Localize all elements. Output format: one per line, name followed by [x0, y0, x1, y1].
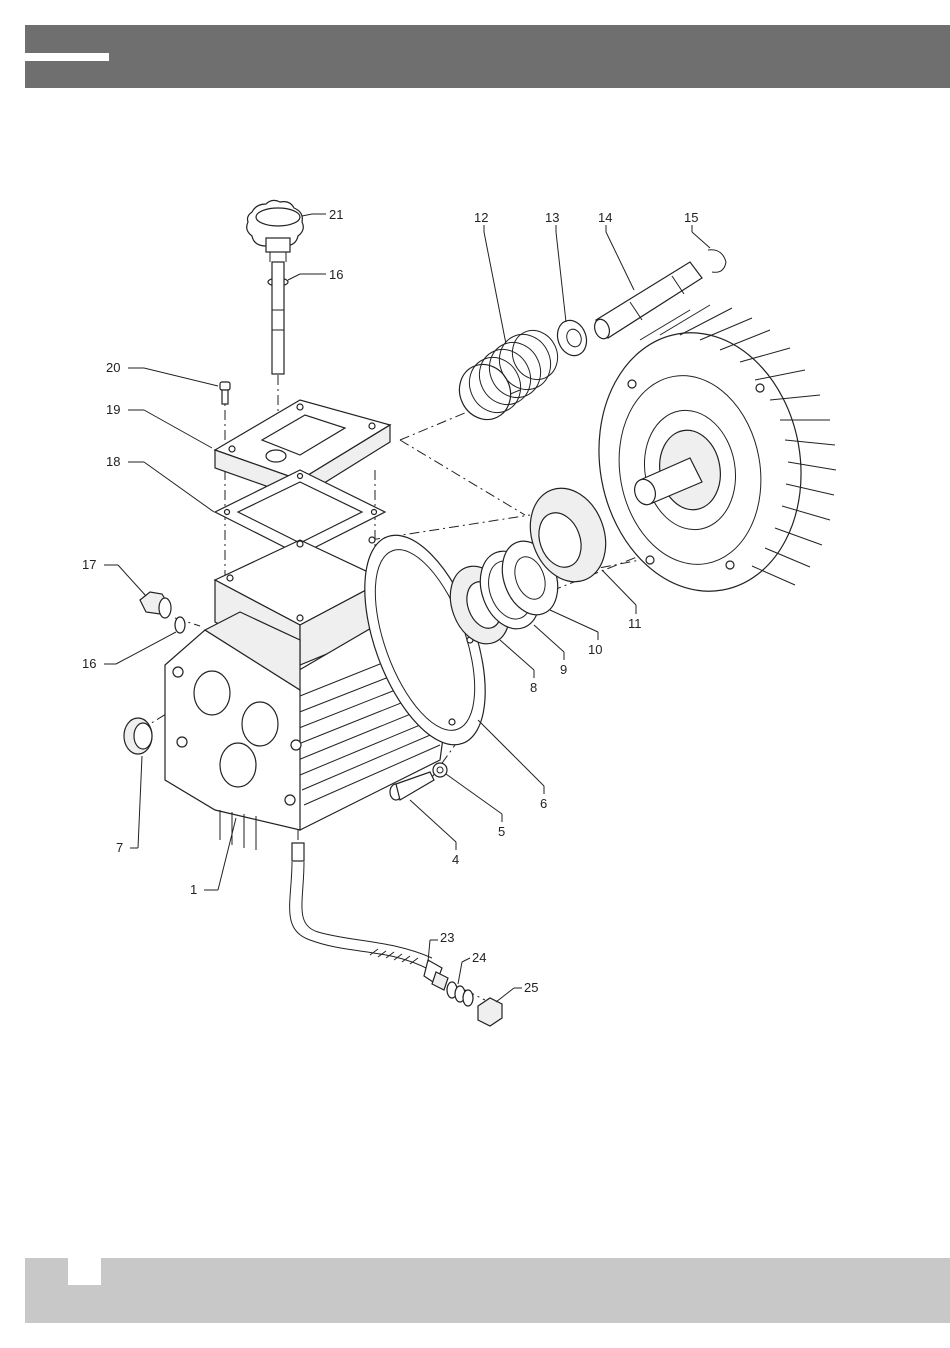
part-24-o-rings [447, 982, 473, 1006]
callout-12: 12 [474, 210, 488, 225]
part-7-seal-ring [124, 718, 152, 754]
part-15-circlip [708, 250, 726, 273]
callout-8: 8 [530, 680, 537, 695]
part-20-screw [220, 382, 230, 404]
part-14-shaft [592, 262, 702, 341]
callout-1: 1 [190, 882, 197, 897]
callout-11: 11 [628, 616, 642, 631]
callout-6: 6 [540, 796, 547, 811]
page-footer-bar [25, 1258, 950, 1323]
part-13-washer [553, 316, 592, 359]
callout-10: 10 [588, 642, 602, 657]
callout-17: 17 [82, 557, 96, 572]
callout-23: 23 [440, 930, 454, 945]
part-12-spring [451, 323, 566, 428]
callout-5: 5 [498, 824, 505, 839]
callout-19: 19 [106, 402, 120, 417]
part-16-o-ring-side [175, 617, 185, 633]
part-1-pump-housing [165, 520, 510, 850]
part-5-lock-washer [433, 763, 447, 777]
motor-end-housing [579, 305, 836, 607]
callout-18: 18 [106, 454, 120, 469]
part-21-oil-dipstick-knob [247, 200, 304, 374]
callout-13: 13 [545, 210, 559, 225]
part-17-plug [140, 592, 171, 618]
callout-4: 4 [452, 852, 459, 867]
callout-15: 15 [684, 210, 698, 225]
callout-20: 20 [106, 360, 120, 375]
callout-16-side: 16 [82, 656, 96, 671]
callout-25: 25 [524, 980, 538, 995]
callout-9: 9 [560, 662, 567, 677]
callout-24: 24 [472, 950, 486, 965]
callout-21: 21 [329, 207, 343, 222]
callout-14: 14 [598, 210, 612, 225]
callout-16-top: 16 [329, 267, 343, 282]
callout-7: 7 [116, 840, 123, 855]
footer-page-tab [68, 1258, 101, 1285]
part-25-cap-nut [478, 998, 502, 1026]
part-23-hose [290, 843, 448, 990]
